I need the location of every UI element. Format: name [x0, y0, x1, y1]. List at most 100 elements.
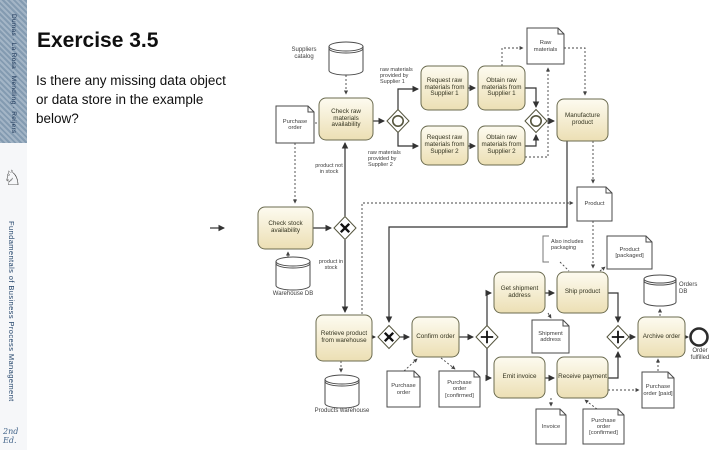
doc-purchase-order-2 [386, 370, 421, 408]
task-label: Manufacture product [564, 112, 600, 126]
edge-label: product in stock [318, 259, 344, 272]
flow [525, 134, 540, 147]
annotation-text: Also includes packaging [551, 239, 584, 252]
doc-shipment-address [531, 319, 570, 354]
sidebar-edition: 2nd Ed. [3, 427, 19, 445]
data-objects [275, 27, 675, 445]
doc-product [576, 186, 613, 222]
doc-invoice [535, 408, 567, 445]
end-event-label: Order fulfilled [690, 348, 710, 361]
task-label: Confirm order [416, 332, 455, 340]
task-get-shipment-address [493, 271, 546, 314]
doc-label: Product [packaged] [615, 246, 644, 259]
task-label: Check raw materials availability [331, 107, 361, 129]
task-request-supplier1 [420, 65, 469, 111]
task-obtain-supplier1 [477, 65, 526, 111]
gateway-or-split [386, 108, 410, 134]
association [547, 312, 552, 319]
edge-label: raw materials provided by Supplier 2 [368, 150, 401, 169]
annotation-bracket [542, 235, 549, 263]
doc-label: Purchase order [confirmed] [445, 380, 474, 399]
task-archive-order [637, 316, 686, 358]
xor-x-icon [383, 331, 395, 343]
store-suppliers-catalog [328, 46, 364, 76]
association [361, 200, 574, 314]
doc-product-packaged [606, 235, 653, 270]
task-ship-product [556, 271, 609, 314]
doc-label: Invoice [541, 423, 561, 430]
store-rim [643, 280, 677, 286]
sidebar-book-title: Fundamentals of Business Process Managem… [7, 221, 16, 402]
store-label: Orders DB [679, 282, 698, 295]
task-check-raw-materials [318, 97, 374, 141]
doc-label: Raw materials [533, 40, 558, 53]
task-label: Archive order [642, 332, 681, 340]
tasks [257, 65, 686, 399]
task-label: Check stock availability [268, 220, 303, 234]
edge-label: product not in stock [315, 163, 343, 176]
gateway-or-join [524, 108, 548, 134]
task-emit-invoice [493, 356, 546, 399]
association [599, 266, 606, 272]
end-event-order-fulfilled [689, 327, 709, 347]
doc-purchase-order-paid [641, 371, 675, 409]
doc-label: Shipment address [538, 330, 563, 343]
task-receive-payment [556, 356, 609, 399]
association [440, 357, 456, 370]
task-label: Receive payment [558, 373, 607, 381]
store-rim [328, 48, 364, 54]
task-check-stock [257, 206, 314, 250]
or-circle-icon [529, 115, 542, 128]
flow [397, 132, 419, 150]
task-label: Ship product [564, 288, 601, 296]
store-label: Warehouse DB [272, 291, 314, 297]
task-request-supplier2 [420, 125, 469, 166]
store-top [275, 256, 311, 267]
doc-raw-materials [526, 27, 565, 65]
store-rim [275, 263, 311, 269]
association [501, 45, 524, 66]
doc-purchase-order [275, 105, 315, 144]
flow [385, 141, 568, 323]
doc-label: Purchase order [282, 118, 308, 131]
flow [485, 348, 492, 382]
task-label: Request raw materials from Supplier 1 [424, 76, 465, 98]
data-stores [275, 41, 677, 409]
knight-icon: ♘ [3, 167, 22, 190]
slide-title: Exercise 3.5 [37, 29, 159, 52]
store-products-warehouse [324, 379, 360, 409]
association [403, 358, 418, 372]
task-label: Obtain raw materials from Supplier 2 [481, 134, 522, 155]
flow [397, 85, 419, 110]
task-label: Request raw materials from Supplier 2 [424, 134, 465, 155]
sidebar-authors: Dumas · La Rosa · Mendling · Reijers [0, 4, 27, 143]
flow [485, 289, 492, 326]
doc-purchase-order-confirmed-2 [582, 408, 625, 445]
store-top [643, 274, 677, 284]
association [584, 399, 598, 410]
sidebar-authors-text: Dumas · La Rosa · Mendling · Reijers [10, 13, 17, 134]
doc-label: Product [584, 201, 605, 208]
and-plus-icon [611, 330, 625, 344]
task-obtain-supplier2 [477, 125, 526, 166]
association [564, 47, 588, 96]
task-label: Emit invoice [502, 373, 537, 381]
edge-label: raw materials provided by Supplier 1 [380, 67, 413, 86]
store-rim [324, 381, 360, 387]
sequence-flows [210, 84, 689, 382]
task-manufacture-product [556, 98, 609, 142]
task-label: Get shipment address [500, 284, 539, 299]
sidebar-blue-band [0, 0, 27, 143]
doc-purchase-order-confirmed [438, 370, 481, 408]
or-circle-icon [391, 115, 404, 128]
gateways [333, 108, 630, 350]
xor-x-icon [339, 222, 351, 234]
slide-question: Is there any missing data object or data… [36, 73, 226, 127]
data-associations [285, 45, 663, 410]
store-orders-db [643, 278, 677, 307]
and-plus-icon [480, 330, 494, 344]
sidebar: Dumas · La Rosa · Mendling · Reijers ♘ F… [0, 0, 27, 450]
annotation-link [559, 261, 570, 272]
